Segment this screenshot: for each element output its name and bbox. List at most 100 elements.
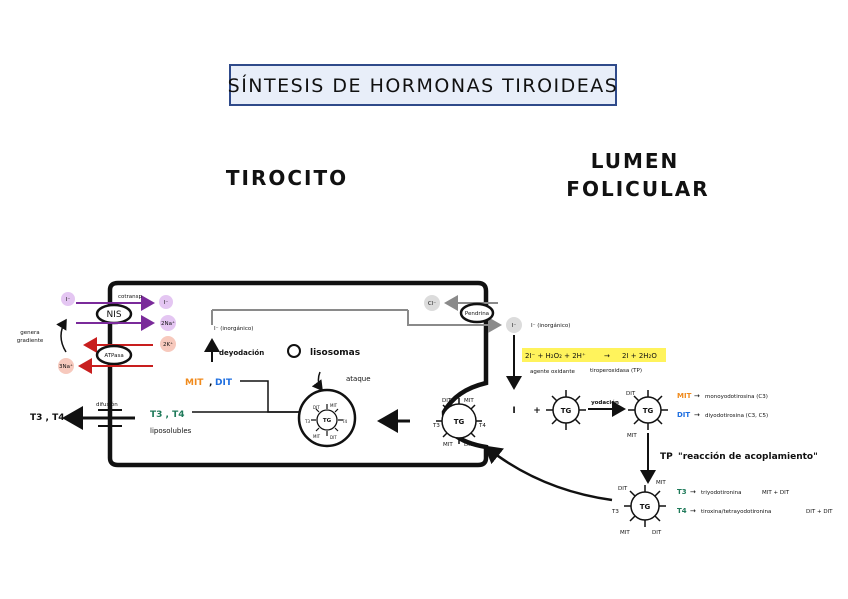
equation-right: 2I + 2H₂O bbox=[622, 352, 657, 360]
tg-endo-t4: T4 bbox=[478, 423, 486, 429]
tg-lys-dit-top: DIT bbox=[313, 405, 320, 410]
sodium-outside-label: 3Na⁺ bbox=[59, 363, 73, 370]
difusion-label: difusión bbox=[96, 401, 118, 408]
tg-coupled-group: TG DIT MIT MIT DIT T3 bbox=[611, 480, 666, 536]
tg-coupled-t3: T3 bbox=[611, 509, 619, 515]
tg-lysosome-group: TG DIT MIT MIT DIT T3 T4 bbox=[304, 403, 347, 440]
tg-endo-mit-bottom: MIT bbox=[443, 442, 453, 448]
iodide-to-lumen-path bbox=[407, 310, 502, 333]
atpasa-transporter bbox=[95, 344, 133, 366]
tg-plain-spokes bbox=[546, 390, 586, 430]
pendrina-transporter bbox=[459, 302, 495, 324]
dit-cell-label: DIT bbox=[215, 378, 233, 388]
lumen-heading-line1: LUMEN bbox=[591, 149, 680, 173]
iodide-inorg-cell-label: I⁻ (inorgánico) bbox=[214, 325, 253, 332]
tg-lys-dit-bottom: DIT bbox=[330, 435, 337, 440]
tg-lys-t4: T4 bbox=[341, 419, 347, 424]
t4-def-desc: tiroxina/tetrayodotironina bbox=[701, 509, 771, 515]
sodium-outside-bubble bbox=[58, 358, 74, 374]
mit-dit-comma: , bbox=[209, 378, 212, 388]
equation-left: 2I⁻ + H₂O₂ + 2H⁺ bbox=[525, 352, 586, 360]
free-iodine-label: I bbox=[512, 406, 515, 416]
lisosomas-label: lisosomas bbox=[310, 348, 360, 358]
tg-iodinated-mit: MIT bbox=[627, 433, 637, 439]
t4-def-arrow: → bbox=[690, 507, 696, 515]
tg-iodinated-spokes bbox=[628, 390, 668, 430]
mit-def-arrow: → bbox=[694, 392, 700, 400]
genera-gradiente-label: genera bbox=[20, 330, 39, 336]
mit-def-label: MIT bbox=[677, 392, 692, 400]
ataque-label: ataque bbox=[346, 375, 371, 383]
tg-plain-group: TG bbox=[546, 390, 586, 430]
lumen-heading-line2: FOLICULAR bbox=[566, 177, 709, 201]
tg-coupled-mit-top: MIT bbox=[656, 480, 666, 486]
dit-def-label: DIT bbox=[677, 411, 690, 419]
tg-lysosome bbox=[316, 409, 338, 431]
tirocito-heading: TIROCITO bbox=[226, 166, 348, 190]
tp-label: TP bbox=[660, 452, 673, 462]
chloride-label: Cl⁻ bbox=[428, 301, 436, 307]
t3t4-cell-label: T3 , T4 bbox=[150, 410, 185, 420]
lisosomas-legend-circle bbox=[287, 344, 301, 358]
endocytosis-curved-arrow bbox=[484, 445, 613, 502]
atpasa-label: ATPasa bbox=[104, 353, 123, 359]
mit-dit-connector bbox=[240, 380, 299, 413]
deyodacion-label: deyodación bbox=[219, 349, 264, 357]
mit-def-desc: monoyodotirosina (C3) bbox=[705, 394, 768, 400]
dit-def-arrow: → bbox=[694, 411, 700, 419]
diagram-title: SÍNTESIS DE HORMONAS TIROIDEAS bbox=[228, 74, 619, 97]
sodium-inside-label: 2Na⁺ bbox=[161, 320, 175, 327]
iodide-inside-label: I⁻ bbox=[164, 300, 169, 306]
iodide-lumen-bubble bbox=[506, 317, 522, 333]
title-box bbox=[229, 64, 617, 106]
t3t4-out-label: T3 , T4 bbox=[30, 413, 65, 423]
agente-oxidante-label: agente oxidante bbox=[530, 369, 576, 375]
tg-coupled-spokes bbox=[624, 485, 666, 527]
iodide-inside-bubble bbox=[159, 295, 173, 309]
yodacion-label: yodación bbox=[591, 399, 619, 406]
tg-lys-mit-bottom: MIT bbox=[313, 434, 321, 439]
iodide-outside-bubble bbox=[61, 292, 75, 306]
potassium-label: 2K⁺ bbox=[163, 341, 173, 348]
tg-endo-mit-top: MIT bbox=[464, 398, 474, 404]
tg-iodinated-group: TG DIT MIT bbox=[626, 390, 668, 439]
tg-coupled-dit-bottom: DIT bbox=[652, 530, 662, 536]
t3-def-desc: triyodotironina bbox=[701, 490, 741, 496]
t3-def-label: T3 bbox=[677, 488, 687, 496]
tg-lysosome-spokes bbox=[311, 404, 343, 436]
mit-cell-label: MIT bbox=[185, 378, 204, 388]
equation-highlight bbox=[522, 348, 666, 362]
dit-def-desc: diyodotirosina (C3, C5) bbox=[705, 413, 768, 419]
plus-sign: + bbox=[533, 406, 541, 416]
tg-endo-dit-bottom: DIT bbox=[464, 442, 474, 448]
cotransp-label: cotransp bbox=[118, 294, 143, 300]
tg-endo-t3: T3 bbox=[432, 423, 440, 429]
liposolubles-label: liposolubles bbox=[150, 427, 192, 435]
tg-plain-label: TG bbox=[561, 407, 572, 415]
tg-iodinated-dit: DIT bbox=[626, 391, 636, 397]
tg-endocytosed-label: TG bbox=[454, 418, 465, 426]
genera-gradiente-label-2: gradiente bbox=[17, 338, 44, 344]
potassium-bubble bbox=[160, 336, 176, 352]
iodide-lumen-label: I⁻ bbox=[512, 323, 517, 329]
tg-lysosome-label: TG bbox=[323, 418, 332, 424]
tg-endocytosed-spokes bbox=[436, 398, 482, 444]
equation-arrow: → bbox=[604, 352, 610, 360]
t3-combo: MIT + DIT bbox=[762, 490, 790, 496]
tg-lys-mit-top: MIT bbox=[330, 403, 338, 408]
tg-iodinated-label: TG bbox=[643, 407, 654, 415]
iodide-outside-label: I⁻ bbox=[66, 297, 71, 303]
ataque-arrow bbox=[311, 371, 323, 392]
iodide-inorg-lumen-label: I⁻ (inorgánico) bbox=[531, 322, 570, 329]
pendrina-label: Pendrina bbox=[465, 311, 489, 317]
sodium-inside-bubble bbox=[160, 315, 176, 331]
gradient-curved-arrow bbox=[56, 318, 67, 353]
t4-combo: DIT + DIT bbox=[806, 509, 833, 515]
tg-lys-t3: T3 bbox=[304, 419, 310, 424]
tg-endo-dit-top: DIT bbox=[442, 398, 452, 404]
tg-coupled-dit-top: DIT bbox=[618, 486, 628, 492]
tg-coupled-label: TG bbox=[640, 503, 651, 511]
t3-def-arrow: → bbox=[690, 488, 696, 496]
acoplamiento-label: "reacción de acoplamiento" bbox=[678, 451, 818, 462]
